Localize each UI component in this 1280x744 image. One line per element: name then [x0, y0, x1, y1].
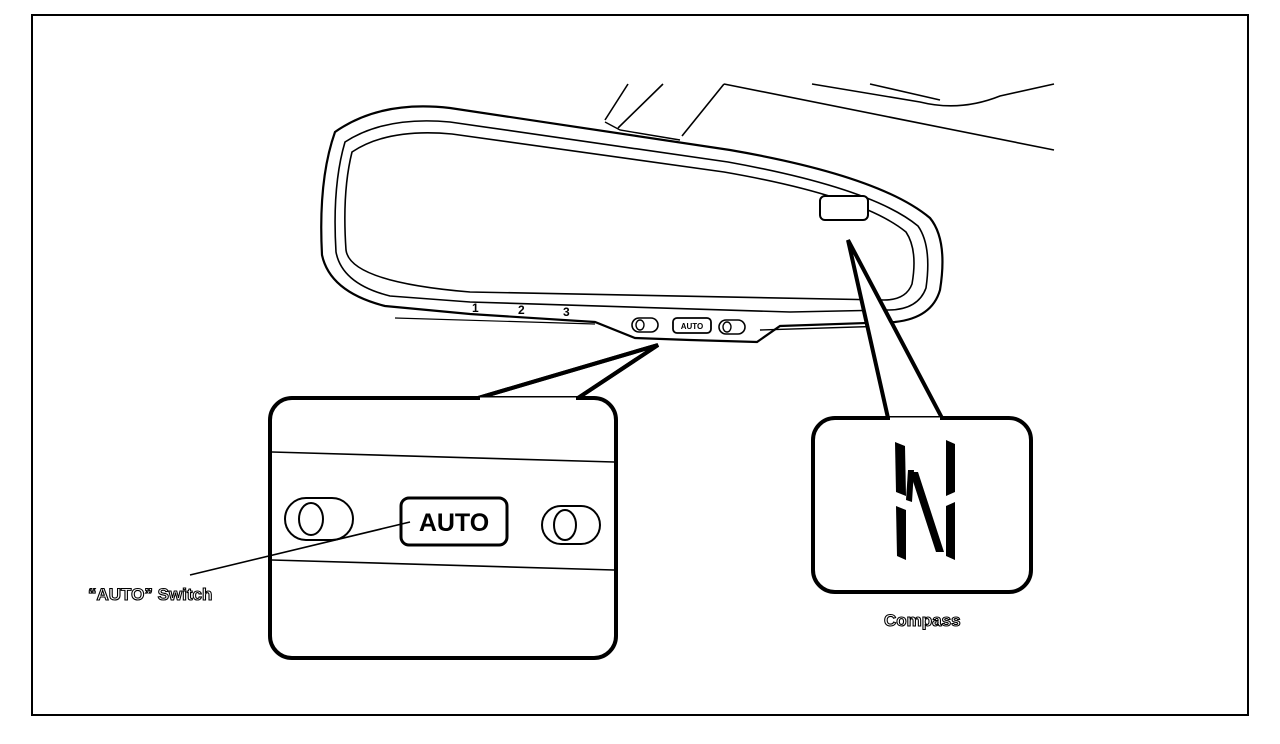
memory-label-3: 3 [563, 305, 570, 319]
mirror-auto-label: AUTO [681, 322, 704, 331]
compass-n-segments [895, 440, 955, 560]
auto-switch-caption: “AUTO” Switch [88, 585, 212, 604]
mirror-inner-rim [334, 120, 929, 313]
auto-switch-leader [189, 521, 411, 576]
mirror-auto-button[interactable]: AUTO [672, 317, 712, 334]
mirror-outer-rim [320, 105, 944, 344]
compass-callout: N [0, 0, 1033, 594]
compass-window [819, 195, 869, 221]
callout-right-button[interactable] [541, 505, 601, 545]
mirror-right-button[interactable] [718, 319, 746, 335]
compass-caption: Compass [884, 611, 961, 630]
callout-auto-button[interactable]: AUTO [399, 496, 509, 547]
auto-switch-callout: AUTO [268, 343, 660, 660]
memory-label-1: 1 [472, 301, 479, 315]
mirror-left-button[interactable] [631, 317, 659, 333]
compass-display-letter: N [0, 0, 1, 1]
callout-left-button[interactable] [284, 497, 354, 541]
callout-auto-label: AUTO [419, 509, 489, 537]
memory-label-2: 2 [518, 303, 525, 317]
windshield-lines [604, 83, 1055, 151]
diagram-frame [31, 14, 1249, 716]
